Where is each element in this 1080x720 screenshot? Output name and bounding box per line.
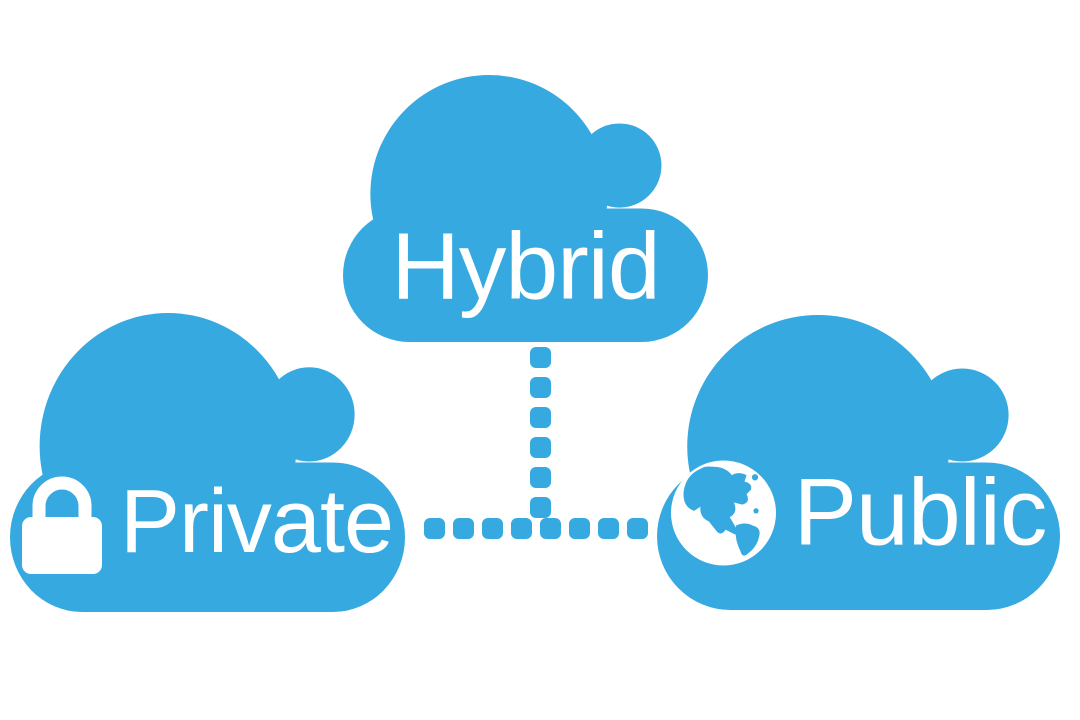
cloud-shape <box>10 313 405 612</box>
lock-icon <box>21 476 102 575</box>
connector-dot <box>453 518 474 539</box>
connector-hybrid-vertical-dotted-line <box>530 347 551 518</box>
hybrid-cloud-node: Hybrid <box>343 75 708 342</box>
connector-private-public-dotted-line <box>424 518 648 539</box>
connector-dot <box>530 377 551 398</box>
connector-dot <box>530 347 551 368</box>
connector-dot <box>530 407 551 428</box>
connector-dot <box>424 518 445 539</box>
connector-dot <box>530 437 551 458</box>
connector-dot <box>511 518 532 539</box>
connector-dot <box>530 467 551 488</box>
connector-dot <box>569 518 590 539</box>
private-cloud-node: Private <box>10 313 405 612</box>
connector-dot <box>530 497 551 518</box>
private-label: Private <box>119 472 394 573</box>
globe-icon <box>670 460 776 566</box>
connector-dot <box>598 518 619 539</box>
cloud-shape <box>343 75 708 342</box>
public-cloud-node: Public <box>657 315 1060 610</box>
connector-dot <box>540 518 561 539</box>
connector-dot <box>482 518 503 539</box>
public-label: Public <box>793 459 1048 566</box>
connector-dot <box>627 518 648 539</box>
hybrid-label: Hybrid <box>391 213 661 320</box>
